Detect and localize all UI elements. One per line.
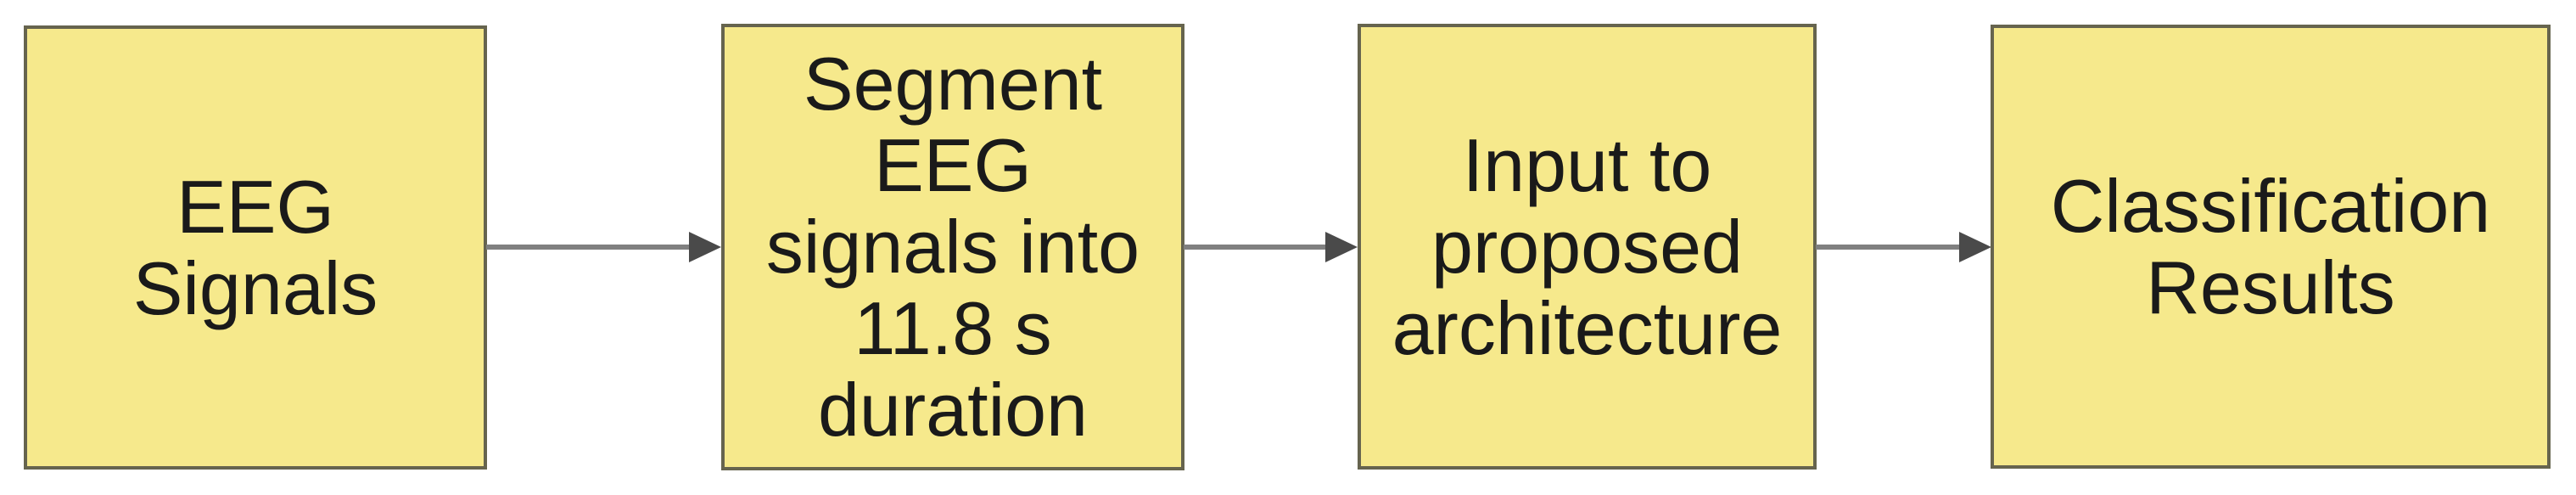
- arrow-line: [486, 245, 696, 250]
- node-label-input-architecture: Input to proposed architecture: [1392, 122, 1783, 370]
- flow-node-segment-eeg: Segment EEG signals into 11.8 s duration: [721, 24, 1184, 470]
- flow-node-classification-results: Classification Results: [1991, 25, 2551, 469]
- arrow-line: [1816, 245, 1966, 250]
- node-label-eeg-signals: EEG Signals: [132, 164, 378, 330]
- node-label-segment-eeg: Segment EEG signals into 11.8 s duration: [765, 42, 1140, 452]
- arrowhead-right-icon: [1325, 232, 1358, 262]
- flow-arrow-2: [1184, 232, 1358, 262]
- flow-node-input-architecture: Input to proposed architecture: [1358, 24, 1817, 470]
- arrowhead-right-icon: [689, 232, 721, 262]
- flow-node-eeg-signals: EEG Signals: [24, 25, 487, 470]
- arrow-line: [1184, 245, 1332, 250]
- flow-arrow-1: [486, 232, 721, 262]
- node-label-classification-results: Classification Results: [2050, 163, 2491, 329]
- flow-arrow-3: [1816, 232, 1991, 262]
- arrowhead-right-icon: [1959, 232, 1991, 262]
